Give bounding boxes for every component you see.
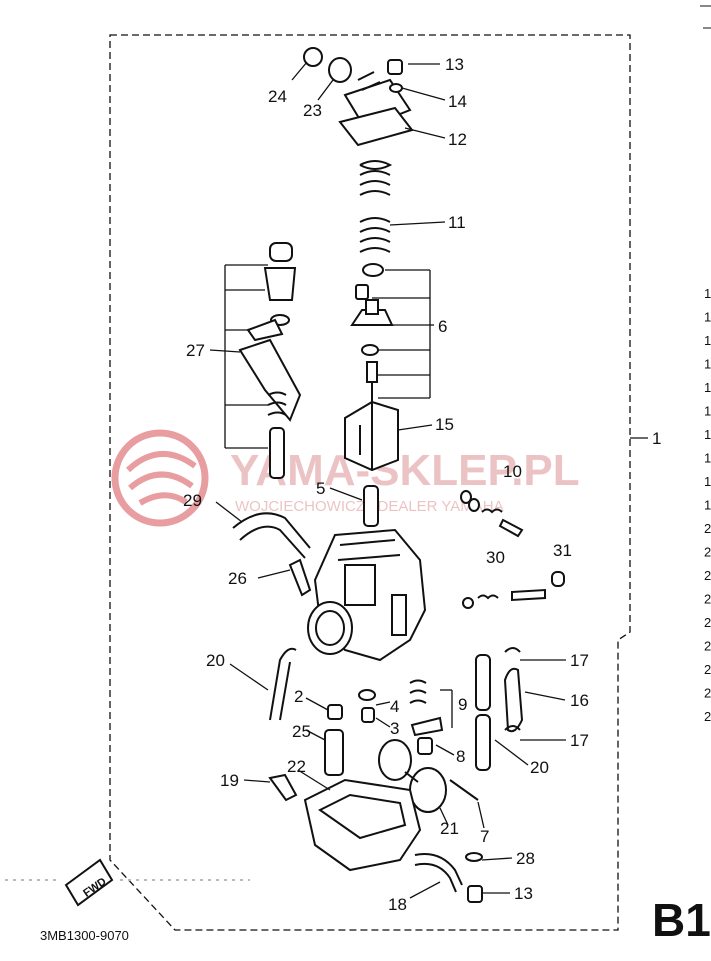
assembly-number: 1: [652, 429, 661, 448]
tube-20-right-top: [475, 654, 491, 711]
needle-group: [350, 263, 394, 402]
margin-index-mark: 2: [704, 545, 711, 560]
drain-screw-19: [268, 773, 298, 802]
margin-index-mark: 1: [704, 427, 711, 442]
fwd-arrow: FWD: [64, 858, 114, 907]
clips-17: [504, 647, 521, 731]
needle-jet-5: [363, 485, 379, 527]
margin-index-mark: 1: [704, 474, 711, 489]
starter-plunger-group: [238, 242, 302, 479]
callout-20-right: 20: [530, 758, 549, 777]
callout-2: 2: [294, 687, 303, 706]
pilot-screw-group-10: [460, 490, 524, 538]
margin-index-mark: 1: [704, 380, 711, 395]
hose-20-left: [269, 647, 297, 721]
margin-index-mark: 1: [704, 357, 711, 372]
margin-index-mark: 1: [704, 451, 711, 466]
margin-index-mark: 2: [704, 615, 711, 630]
callout-13-bottom: 13: [514, 884, 533, 903]
margin-index-mark: 2: [704, 709, 711, 724]
callout-8: 8: [456, 747, 465, 766]
callout-21: 21: [440, 819, 459, 838]
hose-16: [503, 667, 524, 733]
callout-31: 31: [553, 541, 572, 560]
margin-index-mark: 2: [704, 639, 711, 654]
callout-24: 24: [268, 87, 287, 106]
float-21: [378, 739, 447, 813]
callout-16: 16: [570, 691, 589, 710]
right-margin-index: 1 1 1 1 1 1 1 1 1 1 2 2 2 2 2 2 2 2 2: [704, 286, 711, 724]
margin-index-mark: 1: [704, 286, 711, 301]
margin-index-mark: 2: [704, 662, 711, 677]
spring-11: [359, 160, 393, 253]
hose-18: [414, 853, 463, 886]
clip-28: [465, 852, 483, 862]
margin-index-mark: 1: [704, 498, 711, 513]
callout-6: 6: [438, 317, 447, 336]
watermark: YAMA-SKLEP.PL WOJCIECHOWICZ I DEALER YAM…: [111, 429, 580, 527]
margin-index-mark: 2: [704, 686, 711, 701]
screw-13-bottom: [467, 885, 483, 903]
float-bowl-22: [303, 778, 422, 872]
screw-group-30: [462, 588, 546, 609]
callout-27: 27: [186, 341, 205, 360]
callout-11: 11: [448, 213, 466, 232]
callout-leaders: [209, 61, 566, 899]
callout-28: 28: [516, 849, 535, 868]
callout-13-top: 13: [445, 55, 464, 74]
callout-26: 26: [228, 569, 247, 588]
callout-19: 19: [220, 771, 239, 790]
carburetor-body: [307, 528, 427, 662]
callout-29: 29: [183, 491, 202, 510]
callout-22: 22: [287, 757, 306, 776]
part-31: [551, 571, 565, 587]
hose-29: [232, 512, 311, 549]
margin-index-mark: 1: [704, 404, 711, 419]
callout-9: 9: [458, 695, 467, 714]
page-reference: B1: [652, 894, 711, 946]
watermark-main: YAMA-SKLEP.PL: [230, 446, 580, 495]
tube-25: [324, 729, 344, 776]
screw-7: [449, 779, 479, 801]
callout-23: 23: [303, 101, 322, 120]
margin-index-mark: 2: [704, 521, 711, 536]
callout-5: 5: [316, 479, 325, 498]
screw-13-top: [387, 59, 403, 75]
part-3: [361, 707, 375, 723]
washer-4: [358, 689, 376, 701]
assembly-frame: [109, 34, 631, 931]
callout-4: 4: [390, 697, 399, 716]
washer-14: [389, 83, 403, 93]
float-valve-9: [409, 679, 427, 704]
part-8: [417, 737, 433, 755]
callout-17-bottom: 17: [570, 731, 589, 750]
callout-20-left: 20: [206, 651, 225, 670]
margin-index-mark: 2: [704, 568, 711, 583]
callout-3: 3: [390, 719, 399, 738]
cap-part-23: [328, 57, 352, 83]
margin-index-mark: 1: [704, 333, 711, 348]
callout-17-top: 17: [570, 651, 589, 670]
cap-part-24: [303, 47, 323, 67]
margin-index-mark: 2: [704, 592, 711, 607]
callout-14: 14: [448, 92, 467, 111]
part-26: [288, 558, 312, 597]
callout-numbers: 24 23 13 14 12 11 6 27 15 10 5 29 30 31 …: [183, 55, 589, 914]
margin-index-mark: 1: [704, 310, 711, 325]
callout-7: 7: [480, 827, 489, 846]
tube-20-right: [475, 714, 491, 771]
callout-18: 18: [388, 895, 407, 914]
watermark-logo: [111, 429, 209, 527]
callout-30: 30: [486, 548, 505, 567]
callout-25: 25: [292, 722, 311, 741]
callout-12: 12: [448, 130, 467, 149]
callout-15: 15: [435, 415, 454, 434]
callout-10: 10: [503, 462, 522, 481]
main-jet-2: [327, 704, 343, 720]
drawing-code: 3MB1300-9070: [40, 928, 129, 943]
